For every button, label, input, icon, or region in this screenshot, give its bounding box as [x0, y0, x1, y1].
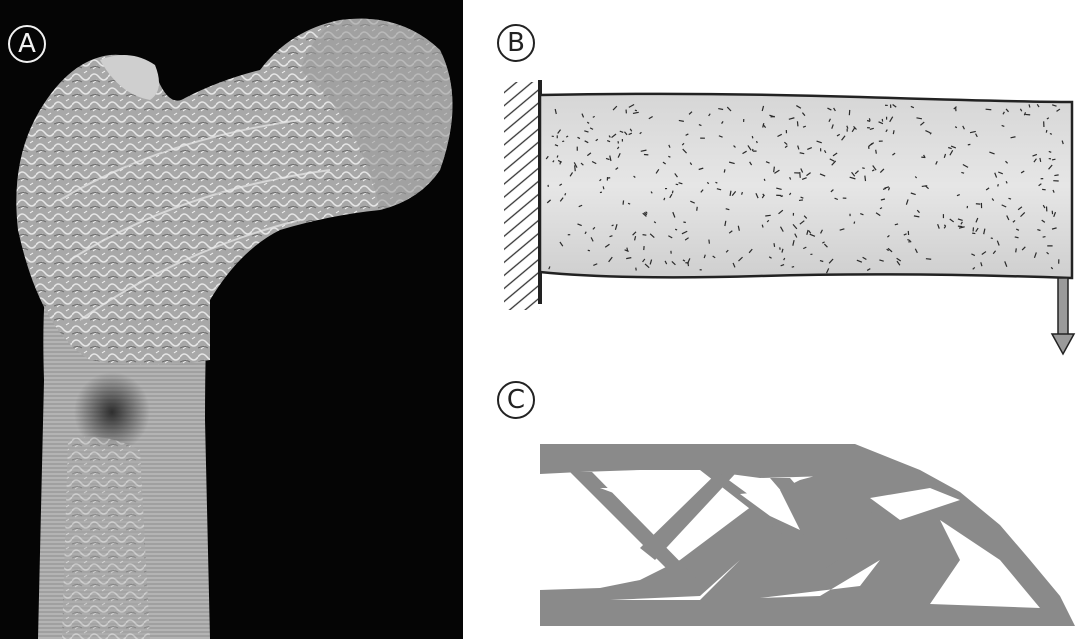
load-arrow: [1052, 278, 1074, 354]
panel-b-label: B: [497, 24, 535, 62]
panel-c-label: C: [497, 381, 535, 419]
fixed-wall-support: [504, 82, 540, 310]
panel-a-femur-image: [0, 0, 463, 639]
panel-a-label: A: [8, 25, 46, 63]
panel-c-optimized-structure: [540, 444, 1075, 626]
panel-b-cantilever-beam: [504, 80, 1074, 354]
beam-body: [540, 94, 1072, 278]
